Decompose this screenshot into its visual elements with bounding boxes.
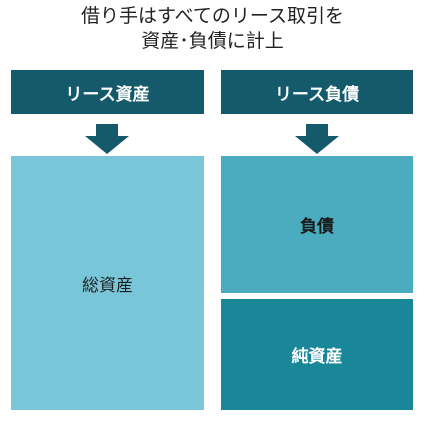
- net-assets-label: 純資産: [291, 347, 343, 367]
- liabilities-label: 負債: [300, 217, 334, 237]
- title-line-2: 資産･負債に計上: [141, 30, 284, 52]
- lease-liabilities-header: リース負債: [221, 70, 413, 114]
- lease-assets-header: リース資産: [11, 70, 204, 114]
- title-line-1: 借り手はすべてのリース取引を: [81, 5, 344, 27]
- total-assets-label: 総資産: [82, 275, 133, 296]
- down-arrow-icon: [295, 124, 339, 154]
- net-assets-box: 純資産: [221, 299, 413, 410]
- diagram-title: 借り手はすべてのリース取引を 資産･負債に計上: [0, 4, 425, 54]
- total-assets-box: 総資産: [11, 156, 204, 410]
- liabilities-box: 負債: [221, 156, 413, 293]
- down-arrow-icon: [85, 124, 129, 154]
